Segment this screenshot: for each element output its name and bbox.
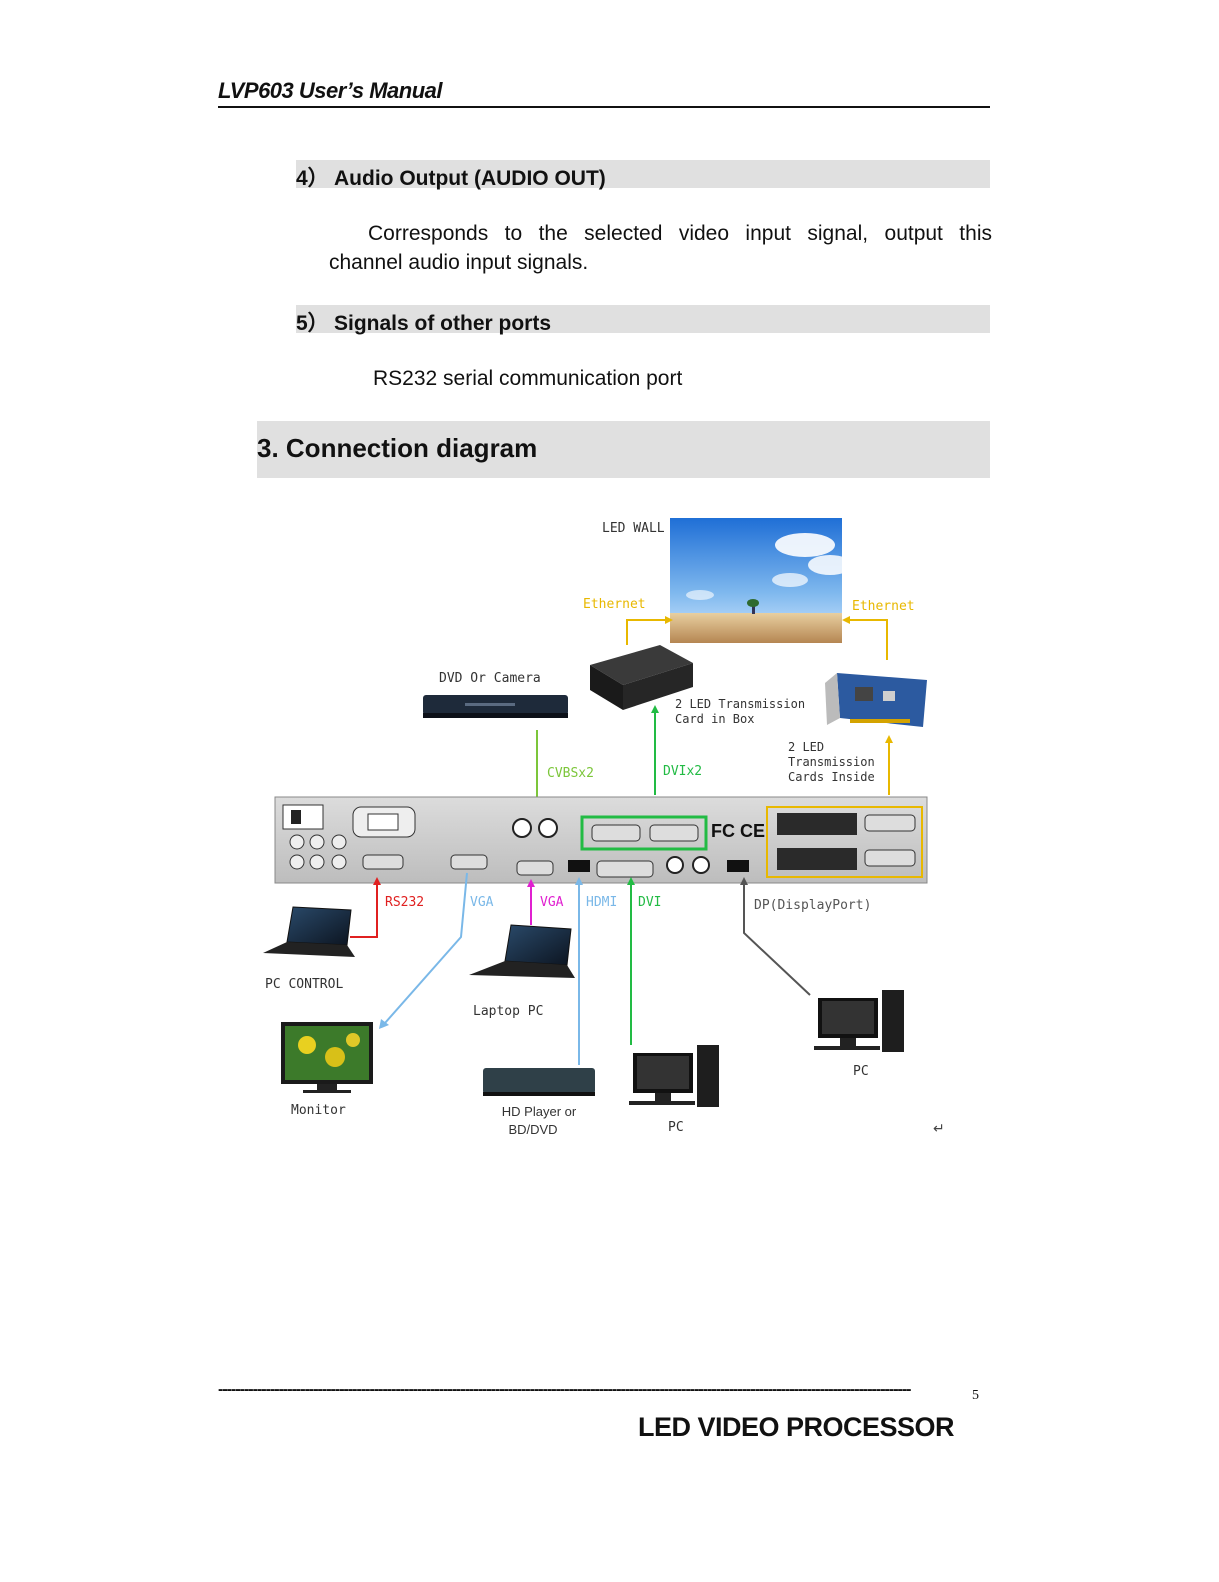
- section-number: 4）: [296, 167, 329, 190]
- label-cards-line3: Cards Inside: [788, 770, 875, 784]
- label-dvi: DVI: [638, 895, 661, 910]
- hd-player-image: [483, 1068, 595, 1096]
- processor-rear-panel: FC CE: [274, 796, 928, 884]
- section-title: Audio Output (AUDIO OUT): [334, 167, 606, 190]
- label-hdmi: HDMI: [586, 895, 617, 910]
- footer-title: LED VIDEO PROCESSOR: [638, 1412, 955, 1442]
- paragraph: RS232 serial communication port: [373, 367, 683, 390]
- label-led-wall: LED WALL: [602, 521, 665, 536]
- label-box-line1: 2 LED Transmission: [675, 697, 805, 711]
- label-monitor: Monitor: [291, 1103, 346, 1118]
- pc-right-image: [814, 990, 904, 1052]
- ethernet-link-left: [626, 619, 665, 645]
- return-mark: ↵: [933, 1120, 945, 1136]
- connection-diagram: LED WALL Ethernet Ethernet 2 LED Transmi…: [263, 518, 945, 1137]
- label-vga-in: VGA: [540, 895, 564, 910]
- ethernet-link-right: [850, 619, 888, 660]
- label-hd-player-line1: HD Player or: [502, 1104, 577, 1119]
- pc-bottom-image: [629, 1045, 719, 1107]
- footer-dash-line: ----------------------------------------…: [218, 1382, 912, 1398]
- dp-link: [743, 883, 811, 996]
- label-cards-line1: 2 LED: [788, 740, 824, 754]
- section-number: 5）: [296, 312, 329, 335]
- label-rs232: RS232: [385, 895, 424, 910]
- label-dvd-camera: DVD Or Camera: [439, 671, 541, 686]
- section-title: Signals of other ports: [334, 312, 552, 335]
- section-title: 3. Connection diagram: [257, 433, 538, 463]
- label-hd-player-line2: BD/DVD: [508, 1122, 557, 1137]
- dvd-player-image: [423, 695, 568, 718]
- fcc-ce-mark: FC CE: [711, 821, 765, 841]
- label-vga-out: VGA: [470, 895, 494, 910]
- transmission-box-image: [590, 645, 693, 710]
- label-box-line2: Card in Box: [675, 712, 754, 726]
- label-pc-bottom: PC: [668, 1120, 684, 1135]
- label-dvix2: DVIx2: [663, 764, 702, 779]
- label-dp: DP(DisplayPort): [754, 898, 871, 913]
- laptop-pc-image: [469, 924, 575, 978]
- vga-output-link: [384, 872, 468, 1024]
- label-laptop-pc: Laptop PC: [473, 1004, 543, 1019]
- section-heading-connection-diagram: 3. Connection diagram: [257, 421, 990, 478]
- label-pc-right: PC: [853, 1064, 869, 1079]
- label-pc-control: PC CONTROL: [265, 977, 343, 992]
- rs232-link: [350, 883, 378, 938]
- pc-control-laptop-image: [263, 906, 355, 957]
- monitor-image: [281, 1022, 373, 1093]
- section-heading-audio-output: 4）Audio Output (AUDIO OUT): [296, 160, 990, 190]
- paragraph-line: Corresponds to the selected video input …: [368, 222, 992, 245]
- label-cvbs: CVBSx2: [547, 766, 594, 781]
- label-cards-line2: Transmission: [788, 755, 875, 769]
- manual-title: LVP603 User’s Manual: [218, 78, 442, 103]
- led-wall-image: [670, 518, 852, 643]
- label-ethernet-right: Ethernet: [852, 599, 915, 614]
- page-number: 5: [972, 1388, 979, 1403]
- section-heading-other-ports: 5）Signals of other ports: [296, 305, 990, 335]
- paragraph-line: channel audio input signals.: [329, 251, 589, 274]
- transmission-card-image: [825, 673, 927, 727]
- header-rule: [218, 106, 990, 108]
- label-ethernet-left: Ethernet: [583, 597, 646, 612]
